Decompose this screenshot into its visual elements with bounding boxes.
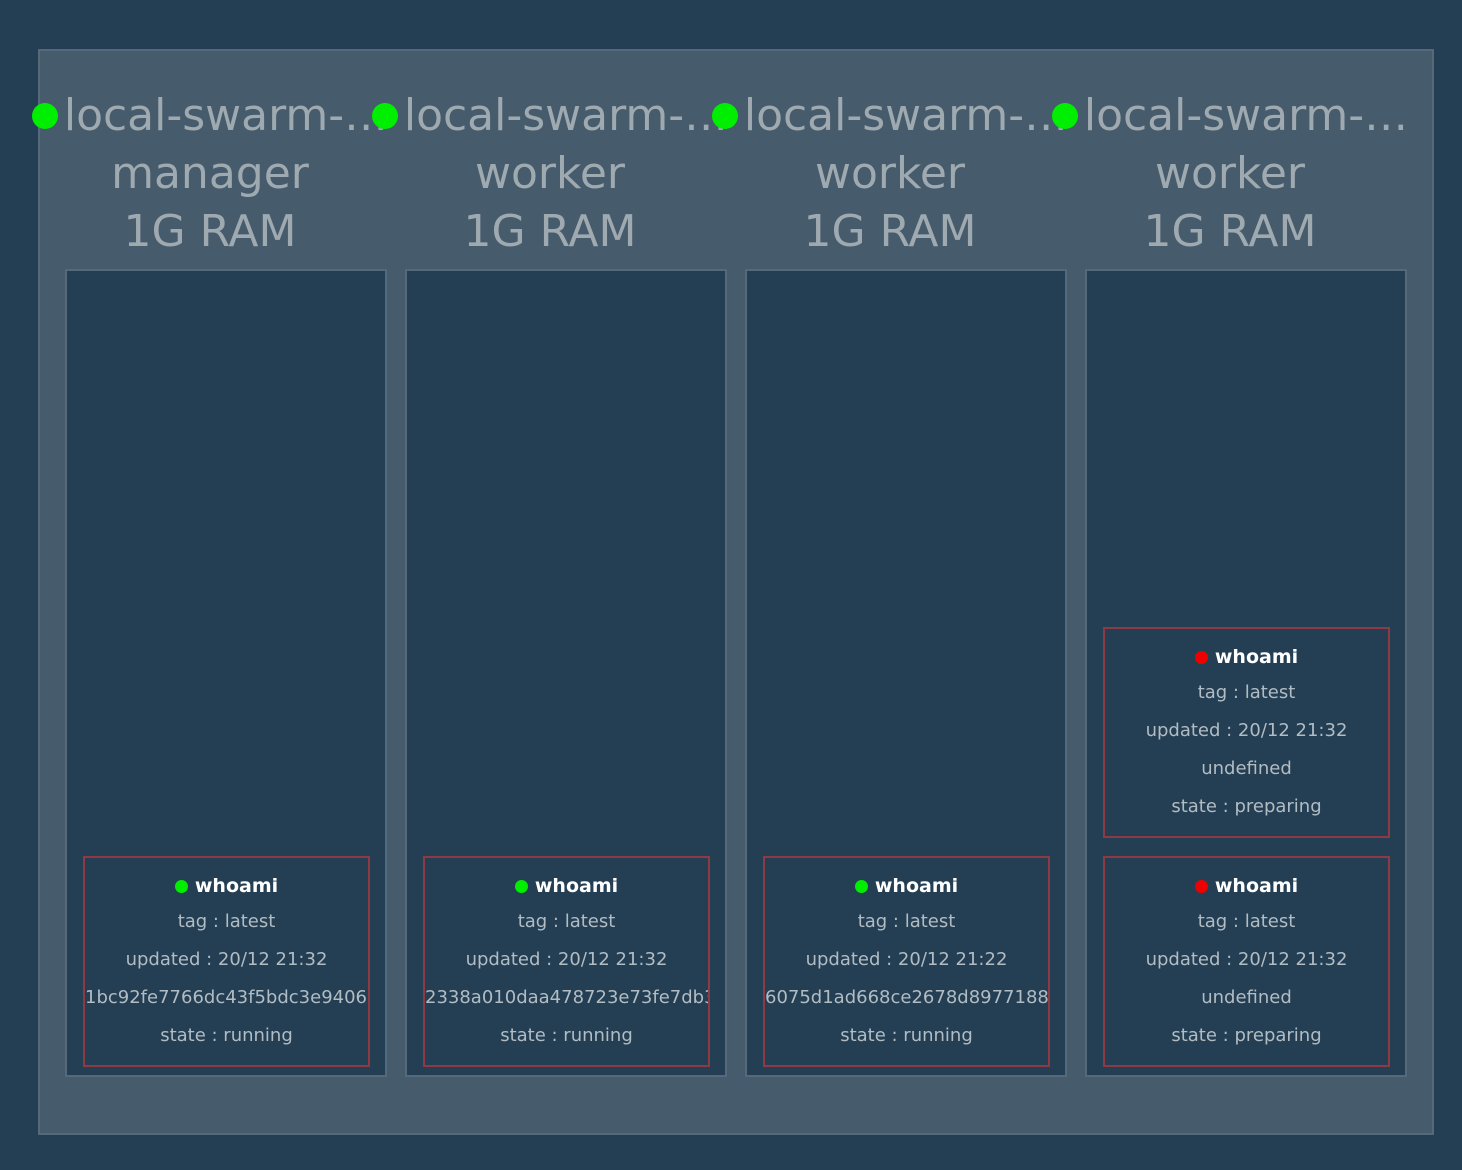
task-card[interactable]: whoami tag : latest updated : 20/12 21:32 u… — [1103, 627, 1390, 838]
task-title: whoami — [1105, 641, 1388, 673]
node-role: manager — [111, 148, 309, 199]
node-status-icon — [371, 103, 398, 129]
task-tag: tag : latest — [517, 911, 616, 932]
task-updated: updated : 20/12 21:32 — [1145, 720, 1348, 741]
task-state: state : running — [160, 1025, 293, 1046]
node-header: local-swarm-… worker 1G RAM — [1051, 87, 1408, 261]
task-updated: updated : 20/12 21:22 — [805, 949, 1008, 970]
node-name-line: local-swarm-… — [711, 87, 1068, 145]
node-ram: 1G RAM — [1143, 206, 1317, 257]
node-column: local-swarm-… manager 1G RAM whoami tag : la… — [31, 51, 388, 1137]
task-state: state : preparing — [1171, 1025, 1322, 1046]
task-container-id: 2338a010daa478723e73fe7db31 — [425, 987, 708, 1008]
task-tag: tag : latest — [857, 911, 956, 932]
node-task-area: whoami tag : latest updated : 20/12 21:22 6… — [745, 269, 1067, 1077]
node-role: worker — [1154, 148, 1306, 199]
task-container-id: 1bc92fe7766dc43f5bdc3e9406ee — [85, 987, 368, 1008]
task-name: whoami — [194, 875, 279, 897]
node-name: local-swarm-… — [403, 90, 729, 141]
swarm-visualizer: local-swarm-… manager 1G RAM whoami tag : la… — [31, 49, 1434, 1137]
node-status-icon — [711, 103, 738, 129]
task-status-icon — [854, 879, 868, 893]
task-status-icon — [514, 879, 528, 893]
task-title: whoami — [1105, 870, 1388, 902]
task-tag: tag : latest — [1197, 911, 1296, 932]
node-column: local-swarm-… worker 1G RAM whoami tag : lat… — [711, 51, 1068, 1137]
task-name: whoami — [1214, 646, 1299, 668]
node-ram: 1G RAM — [803, 206, 977, 257]
task-title: whoami — [425, 870, 708, 902]
node-name-line: local-swarm-… — [1051, 87, 1408, 145]
task-list: whoami tag : latest updated : 20/12 21:32 1… — [83, 856, 370, 1067]
task-state: state : running — [840, 1025, 973, 1046]
task-name: whoami — [874, 875, 959, 897]
node-task-area: whoami tag : latest updated : 20/12 21:32 1… — [65, 269, 387, 1077]
node-name-line: local-swarm-… — [371, 87, 728, 145]
task-card[interactable]: whoami tag : latest updated : 20/12 21:32 1… — [83, 856, 370, 1067]
node-column: local-swarm-… worker 1G RAM whoami tag : lat… — [1051, 51, 1408, 1137]
task-title: whoami — [765, 870, 1048, 902]
node-name: local-swarm-… — [1083, 90, 1409, 141]
node-role: worker — [814, 148, 966, 199]
node-status-icon — [31, 103, 58, 129]
task-status-icon — [1194, 879, 1208, 893]
node-task-area: whoami tag : latest updated : 20/12 21:32 u… — [1085, 269, 1407, 1077]
task-tag: tag : latest — [177, 911, 276, 932]
node-task-area: whoami tag : latest updated : 20/12 21:32 2… — [405, 269, 727, 1077]
task-updated: updated : 20/12 21:32 — [1145, 949, 1348, 970]
task-list: whoami tag : latest updated : 20/12 21:32 u… — [1103, 627, 1390, 1067]
task-card[interactable]: whoami tag : latest updated : 20/12 21:32 u… — [1103, 856, 1390, 1067]
task-tag: tag : latest — [1197, 682, 1296, 703]
node-role: worker — [474, 148, 626, 199]
task-updated: updated : 20/12 21:32 — [465, 949, 668, 970]
node-ram: 1G RAM — [463, 206, 637, 257]
task-status-icon — [174, 879, 188, 893]
node-header: local-swarm-… worker 1G RAM — [711, 87, 1068, 261]
node-ram: 1G RAM — [123, 206, 297, 257]
node-header: local-swarm-… worker 1G RAM — [371, 87, 728, 261]
task-state: state : preparing — [1171, 796, 1322, 817]
task-updated: updated : 20/12 21:32 — [125, 949, 328, 970]
task-title: whoami — [85, 870, 368, 902]
task-status-icon — [1194, 650, 1208, 664]
node-header: local-swarm-… manager 1G RAM — [31, 87, 388, 261]
node-status-icon — [1051, 103, 1078, 129]
task-list: whoami tag : latest updated : 20/12 21:22 6… — [763, 856, 1050, 1067]
task-name: whoami — [1214, 875, 1299, 897]
task-state: state : running — [500, 1025, 633, 1046]
task-container-id: undefined — [1201, 758, 1292, 779]
node-name: local-swarm-… — [63, 90, 389, 141]
task-card[interactable]: whoami tag : latest updated : 20/12 21:22 6… — [763, 856, 1050, 1067]
task-container-id: undefined — [1201, 987, 1292, 1008]
task-card[interactable]: whoami tag : latest updated : 20/12 21:32 2… — [423, 856, 710, 1067]
task-list: whoami tag : latest updated : 20/12 21:32 2… — [423, 856, 710, 1067]
node-column: local-swarm-… worker 1G RAM whoami tag : lat… — [371, 51, 728, 1137]
node-name: local-swarm-… — [743, 90, 1069, 141]
task-name: whoami — [534, 875, 619, 897]
node-name-line: local-swarm-… — [31, 87, 388, 145]
task-container-id: 6075d1ad668ce2678d8977188a7 — [765, 987, 1048, 1008]
